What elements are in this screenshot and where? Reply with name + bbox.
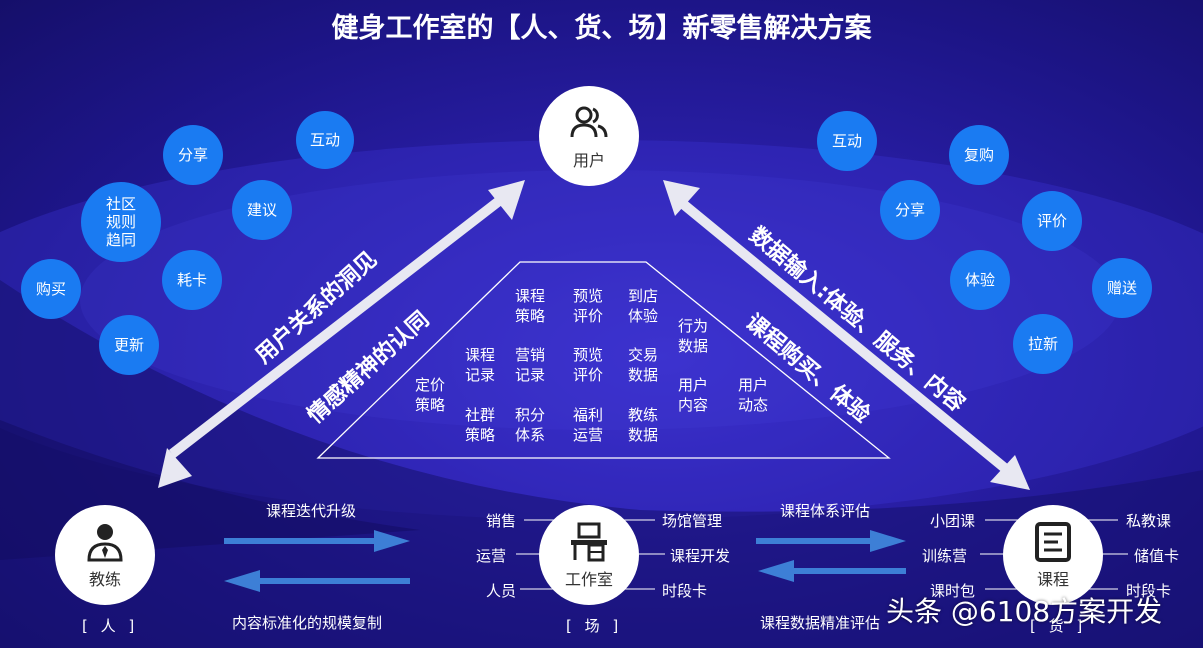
- course-node-label: 课程: [1036, 570, 1069, 589]
- bubble-shequ: 社区 规则 趋同: [81, 182, 161, 262]
- studio-right-item: 时段卡: [662, 582, 708, 600]
- bubble-zengsong: 赠送: [1092, 258, 1152, 318]
- pyramid-cell: 课程 策略: [515, 287, 546, 325]
- bubble-goumai: 购买: [21, 259, 81, 319]
- bubble-gengxin: 更新: [99, 315, 159, 375]
- course-right-item: 时段卡: [1126, 582, 1172, 600]
- pyramid-cell: 用户 动态: [738, 376, 769, 414]
- coach-icon: [87, 524, 123, 562]
- watermark: 头条 @6108方案开发: [886, 595, 1163, 628]
- pyramid-cell: 课程 记录: [465, 346, 496, 384]
- right-diagonal-arrow: [663, 180, 1030, 490]
- pyramid-outline: [316, 261, 891, 459]
- bubble-tiyan: 体验: [950, 250, 1010, 310]
- course-left-item: 课时包: [930, 582, 976, 600]
- pyramid-cell: 积分 体系: [515, 406, 546, 444]
- users-icon: [570, 106, 608, 138]
- studio-left-item: 人员: [486, 582, 517, 600]
- bubble-hudong-left: 互动: [296, 111, 354, 169]
- document-icon: [1035, 522, 1071, 562]
- course-right-item: 储值卡: [1134, 547, 1180, 565]
- bubble-laxin: 拉新: [1013, 314, 1073, 374]
- studio-right-item: 场馆管理: [662, 512, 723, 530]
- bracket-people: [ 人 ]: [82, 617, 139, 635]
- bubble-pingjia: 评价: [1022, 191, 1082, 251]
- course-right-item: 私教课: [1126, 512, 1172, 530]
- course-left-item: 训练营: [922, 547, 968, 565]
- pyramid-cell: 交易 数据: [628, 346, 659, 384]
- eval-system-label: 课程体系评估: [780, 502, 871, 520]
- coach-node-label: 教练: [88, 570, 121, 589]
- pyramid-cell: 社群 策略: [465, 406, 496, 444]
- bubble-fenxiang-right: 分享: [880, 180, 940, 240]
- bracket-goods: [ 货 ]: [1030, 617, 1087, 635]
- pyramid-cell: 教练 数据: [628, 406, 659, 444]
- pyramid-cell: 行为 数据: [678, 317, 709, 355]
- pyramid-cell: 营销 记录: [515, 346, 546, 384]
- eval-data-label: 课程数据精准评估: [760, 614, 881, 632]
- bubble-fugou: 复购: [949, 125, 1009, 185]
- bubble-hudong-right: 互动: [817, 111, 877, 171]
- user-node-label: 用户: [572, 151, 605, 170]
- studio-left-item: 销售: [486, 512, 517, 530]
- replicate-label: 内容标准化的规模复制: [232, 614, 383, 632]
- studio-node: 工作室: [539, 505, 639, 605]
- pyramid-cell: 定价 策略: [415, 376, 446, 414]
- bubble-haoka: 耗卡: [162, 250, 222, 310]
- studio-right-item: 课程开发: [670, 547, 731, 565]
- studio-left-item: 运营: [476, 547, 507, 565]
- left-diagonal-arrow: [158, 180, 525, 488]
- pyramid-cell: 预览 评价: [573, 346, 604, 384]
- bubble-fenxiang-left: 分享: [163, 125, 223, 185]
- blue-arrows: [224, 530, 906, 592]
- bracket-place: [ 场 ]: [566, 617, 623, 635]
- bubble-jianyi: 建议: [232, 180, 292, 240]
- page-title: 健身工作室的【人、货、场】新零售解决方案: [331, 13, 872, 44]
- studio-node-label: 工作室: [564, 570, 613, 589]
- user-node: 用户: [539, 86, 639, 186]
- coach-node: 教练: [55, 505, 155, 605]
- pyramid-cell: 预览 评价: [573, 287, 604, 325]
- desk-icon: [571, 522, 607, 562]
- course-node: 课程: [1003, 505, 1103, 605]
- pyramid-cell: 用户 内容: [678, 376, 709, 414]
- pyramid-cell: 福利 运营: [573, 406, 604, 444]
- iterate-label: 课程迭代升级: [266, 502, 357, 520]
- pyramid-cell: 到店 体验: [628, 287, 659, 325]
- course-left-item: 小团课: [930, 512, 976, 530]
